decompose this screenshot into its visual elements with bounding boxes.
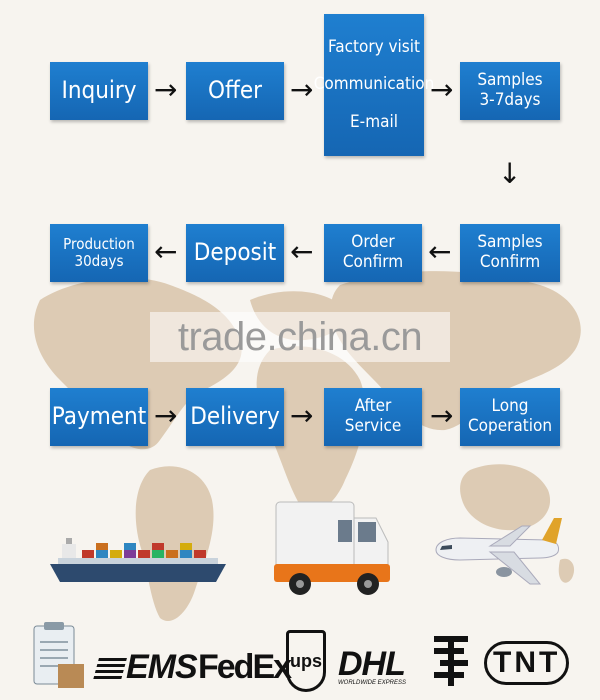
production-days-label: 30days [74,252,124,270]
watermark: trade.china.cn [150,312,450,362]
samples-days-label: 3-7days [479,90,541,110]
payment-step: Payment [50,388,148,446]
production-step: Production 30days [50,224,148,282]
ups-logo: ups [286,630,326,692]
samples-confirm-label-2: Confirm [479,252,541,272]
arrow-left-icon: ← [154,235,178,268]
dhl-subtitle: WORLDWIDE EXPRESS [338,680,407,686]
inquiry-label: Inquiry [61,76,137,105]
cooperation-label: Coperation [467,416,553,436]
deposit-label: Deposit [193,238,277,267]
cargo-ship-icon [50,538,226,582]
order-label: Order [351,232,395,253]
delivery-label: Delivery [190,402,280,431]
payment-label: Payment [51,402,147,431]
arrow-right-icon: → [430,399,454,432]
samples-confirm-label-1: Samples [477,232,543,253]
arrow-left-icon: ← [428,235,452,268]
arrow-right-icon: → [154,399,178,432]
delivery-truck-icon [274,501,390,595]
offer-label: Offer [207,76,263,105]
dhl-text: DHL [338,645,406,683]
airplane-icon [435,518,562,585]
samples-label: Samples [477,70,543,91]
long-cooperation-step: Long Coperation [460,388,560,446]
deposit-step: Deposit [186,224,284,282]
samples-confirm-step: Samples Confirm [460,224,560,282]
communication-step: Factory visit Communication E-mail [314,14,434,156]
dhl-logo: DHL WORLDWIDE EXPRESS [338,645,422,686]
email-label: E-mail [350,111,398,132]
clipboard-icon [33,622,84,688]
ems-text: EMS [126,648,198,686]
factory-visit-label: Factory visit [327,36,421,57]
tnt-text: TNT [484,641,570,685]
delivery-step: Delivery [186,388,284,446]
after-label: After [354,396,392,417]
communication-label: Communication [313,74,435,95]
order-confirm-step: Order Confirm [324,224,422,282]
ups-text: ups [289,650,322,671]
arrow-left-icon: ← [290,235,314,268]
tnt-logo: TNT [484,636,570,690]
after-service-step: After Service [324,388,422,446]
inquiry-step: Inquiry [50,62,148,120]
ems-stripes-icon [93,658,127,681]
long-label: Long [491,396,529,417]
samples-step: Samples 3-7days [460,62,560,120]
arrow-right-icon: → [430,73,454,106]
ems-logo: EMS [93,648,198,687]
arrow-right-icon: → [290,73,314,106]
order-confirm-label: Confirm [342,252,404,272]
fedex-logo: FedEx [198,648,292,686]
arrow-down-icon: ↓ [498,157,522,190]
arrow-right-icon: → [154,73,178,106]
production-label: Production [63,234,135,253]
offer-step: Offer [186,62,284,120]
service-label: Service [344,416,402,436]
arrow-right-icon: → [290,399,314,432]
china-post-logo [434,636,468,686]
